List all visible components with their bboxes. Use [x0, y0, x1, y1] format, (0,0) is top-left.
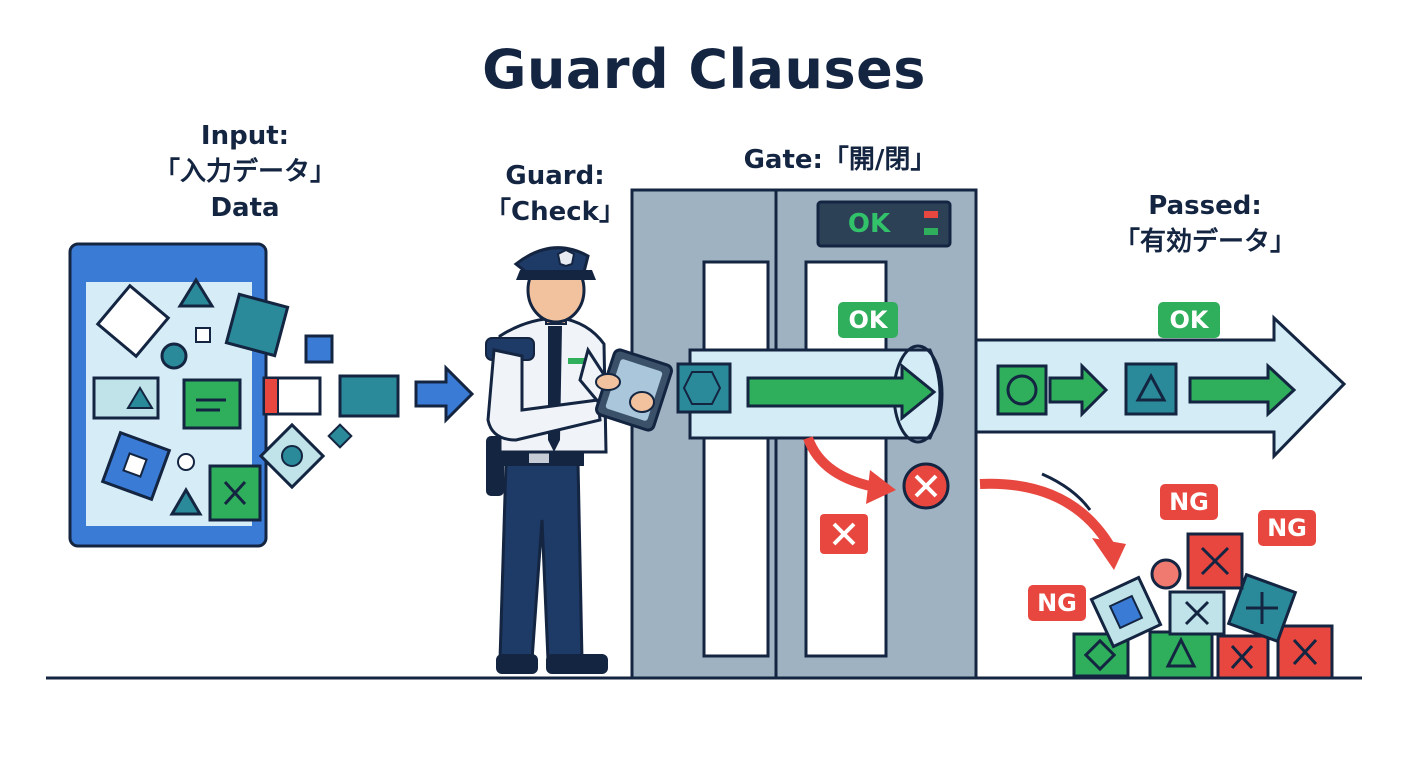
gate-display [816, 200, 952, 248]
ng-badge-1: NG [1160, 484, 1218, 520]
passed-label-line-1: Passed: [1148, 191, 1262, 221]
input-label-line-3: Data [210, 193, 280, 223]
gate-label: Gate:「開/閉」 [743, 145, 937, 175]
input-label: Input: 「入力データ」 Data [120, 118, 370, 226]
guard-label-line-1: Guard: [505, 161, 605, 191]
input-data-tablet [68, 242, 400, 548]
circle-icon [1006, 374, 1038, 406]
security-guard [485, 246, 673, 674]
input-arrow [414, 364, 475, 424]
cube-icon [224, 292, 290, 358]
input-label-line-2: 「入力データ」 [153, 157, 336, 187]
ok-badge-passed: OK [1158, 302, 1220, 338]
passed-label-line-2: 「有効データ」 [1113, 227, 1296, 257]
rejected-pile [1072, 532, 1334, 680]
ng-badge-2: NG [1258, 510, 1316, 546]
ok-badge-gate: OK [838, 302, 898, 338]
guard-label-line-2: 「Check」 [485, 197, 625, 227]
gate-display-ok: OK [847, 209, 891, 239]
reject-arrow-2 [979, 478, 1115, 549]
triangle-icon [1135, 372, 1167, 402]
input-label-line-1: Input: [200, 121, 290, 151]
passed-label: Passed: 「有効データ」 [1080, 188, 1330, 260]
circle-icon [160, 342, 188, 370]
page-title: Guard Clauses [482, 38, 926, 101]
triangle-icon [177, 277, 215, 308]
guard-label: Guard: 「Check」 [440, 158, 670, 230]
pass-arrow-gate [746, 362, 937, 422]
gate-frame [630, 188, 978, 680]
ng-badge-3: NG [1028, 585, 1086, 621]
